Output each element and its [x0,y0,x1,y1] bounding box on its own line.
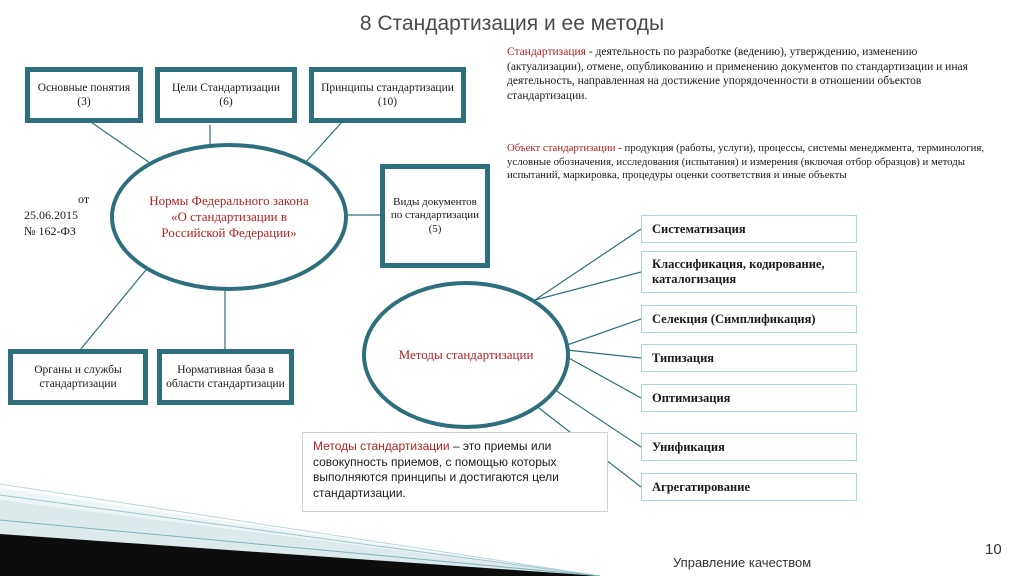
object-definition-text: - продукция (работы, услуги), процессы, … [507,142,985,181]
box-basic-concepts-label: Основные понятия (3) [37,82,131,108]
box-goals-label: Цели Стандартизации (6) [172,82,280,108]
methods-ellipse-label: Методы стандартизации [398,347,534,362]
page-number: 10 [985,541,1002,558]
law-date-line2: 25.06.2015 [24,208,78,222]
method-optimization: Оптимизация [641,384,857,412]
method-selection: Селекция (Симплификация) [641,305,857,333]
methods-ellipse: Методы стандартизации [362,281,570,429]
method-label: Типизация [652,350,715,365]
method-label: Классификация, кодирование, каталогизаци… [652,257,825,286]
box-principles-label: Принципы стандартизации (10) [321,82,454,108]
box-document-types: Виды документов по стандартизации (5) [380,164,490,268]
box-basic-concepts: Основные понятия (3) [25,67,143,123]
central-ellipse: Нормы Федерального закона «О стандартиза… [110,143,348,291]
method-label: Унификация [652,439,725,454]
box-principles: Принципы стандартизации (10) [309,67,466,123]
page-title: 8 Стандартизация и ее методы [359,12,665,35]
method-label: Агрегатирование [652,479,750,494]
standardization-term: Стандартизация [507,46,586,58]
object-definition: Объект стандартизации - продукция (работ… [507,142,989,183]
method-label: Селекция (Симплификация) [652,311,816,326]
law-date-line3: № 162-ФЗ [24,224,76,238]
box-bodies-services-label: Органы и службы стандартизации [34,364,122,390]
box-regulatory-base: Нормативная база в области стандартизаци… [157,349,294,405]
method-label: Систематизация [652,221,746,236]
central-ellipse-label: Нормы Федерального закона «О стандартиза… [149,193,309,240]
object-term: Объект стандартизации [507,142,616,154]
box-document-types-label: Виды документов по стандартизации (5) [390,195,480,235]
method-unification: Унификация [641,433,857,461]
box-goals: Цели Стандартизации (6) [155,67,297,123]
standardization-definition-text: - деятельность по разработке (ведению), … [507,46,968,102]
box-regulatory-base-label: Нормативная база в области стандартизаци… [166,364,285,390]
method-classification: Классификация, кодирование, каталогизаци… [641,251,857,293]
method-label: Оптимизация [652,390,731,405]
method-aggregation: Агрегатирование [641,473,857,501]
methods-term: Методы стандартизации [313,439,450,453]
law-date-note: от 25.06.2015 № 162-ФЗ [24,191,94,239]
method-typification: Типизация [641,344,857,372]
law-date-line1: от [78,192,90,206]
methods-definition-text: – это приемы или совокупность приемов, с… [313,439,559,500]
footer-text: Управление качеством [673,555,812,570]
standardization-definition: Стандартизация - деятельность по разрабо… [507,45,977,103]
methods-definition-note: Методы стандартизации – это приемы или с… [302,432,608,512]
box-bodies-services: Органы и службы стандартизации [8,349,148,405]
method-systematization: Систематизация [641,215,857,243]
